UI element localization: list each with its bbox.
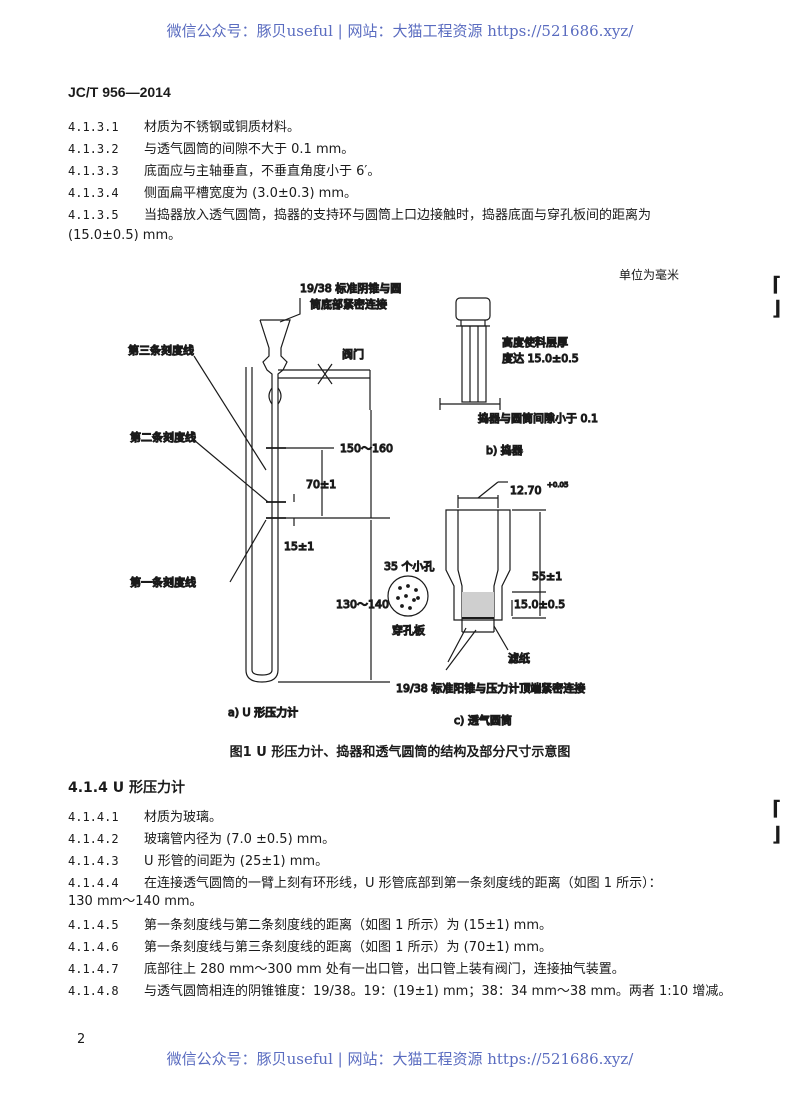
label-line3: 第三条刻度线 [128, 343, 194, 357]
dim-150-160: 150～160 [340, 442, 393, 455]
dim-15-0: 15.0±0.5 [514, 598, 565, 611]
permeability-cell [445, 481, 546, 671]
dim-15: 15±1 [284, 540, 314, 553]
perforated-plate [387, 575, 429, 617]
label-cone-male: 19/38 标准阳锥与压力计顶端紧密连接 [396, 681, 585, 695]
figure-title: 图1 U 形压力计、捣器和透气圆筒的结构及部分尺寸示意图 [229, 745, 571, 760]
caption-c: c) 透气圆筒 [454, 713, 512, 727]
label-plate: 穿孔板 [392, 623, 425, 637]
standard-code: JC/T 956—2014 [68, 84, 171, 100]
dim-130-140: 130～140 [336, 598, 389, 611]
label-cone-bottom: 筒底部紧密连接 [310, 297, 387, 311]
caption-b: b) 捣器 [486, 443, 523, 457]
tamper [439, 297, 501, 410]
u-tube-manometer [193, 298, 390, 683]
margin-mark: ⌈ [772, 796, 782, 820]
margin-mark: ⌋ [772, 296, 782, 320]
dim-55: 55±1 [532, 570, 562, 583]
margin-mark: ⌈ [772, 272, 782, 296]
unit-note: 单位为毫米 [619, 268, 680, 282]
watermark-bottom: 微信公众号：豚贝useful | 网站：大猫工程资源 https://52168… [166, 1050, 634, 1068]
label-35-holes: 35 个小孔 [384, 560, 435, 573]
dim-12-70: 12.70 [510, 484, 542, 497]
section-heading: 4.1.4 U 形压力计 [68, 780, 185, 796]
caption-a: a) U 形压力计 [228, 706, 298, 719]
label-tamp-b: 度达 15.0±0.5 [502, 351, 579, 365]
watermark-top: 微信公众号：豚贝useful | 网站：大猫工程资源 https://52168… [166, 22, 634, 40]
figure-diagram: 19/38 标准阴锥与圆 筒底部紧密连接 阀门 第三条刻度线 第二条刻度线 第一… [127, 280, 598, 727]
dim-12-70-sup: +0.05 [547, 481, 568, 489]
margin-mark: ⌋ [772, 822, 782, 846]
label-valve: 阀门 [342, 347, 364, 361]
clause-continuation: 130 mm～140 mm。 [68, 894, 203, 909]
label-line2: 第二条刻度线 [130, 430, 196, 444]
label-tamp-a: 高度使料层厚 [502, 335, 568, 349]
page-number: 2 [77, 1032, 86, 1047]
dim-70: 70±1 [306, 478, 336, 491]
label-cone-top: 19/38 标准阴锥与圆 [300, 281, 401, 295]
clause-continuation: (15.0±0.5) mm。 [68, 228, 182, 243]
label-line1: 第一条刻度线 [130, 575, 196, 589]
label-tamp-gap: 捣器与圆筒间隙小于 0.1 [478, 411, 598, 425]
label-filter: 滤纸 [508, 652, 530, 665]
